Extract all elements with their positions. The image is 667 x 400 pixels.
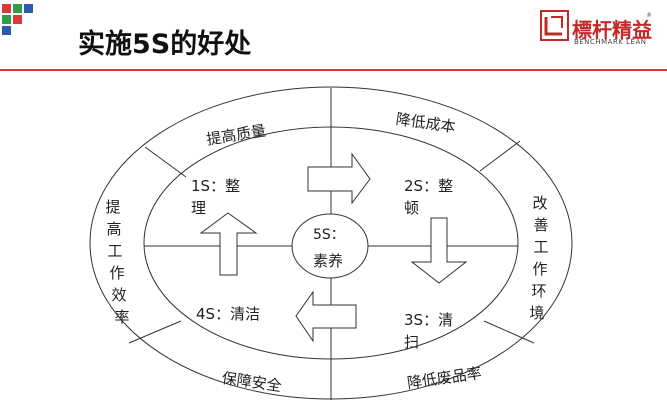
step-3s-line2: 扫	[404, 333, 419, 351]
corner-decoration	[2, 4, 33, 35]
step-1s-line2: 理	[191, 199, 206, 217]
benefit-left-char: 作	[109, 264, 124, 282]
corner-square-green-2	[2, 15, 11, 24]
logo-text: 標杆精益	[572, 18, 652, 42]
benefit-right: 改 善 工 作 环 境	[529, 194, 548, 322]
arrow-left-icon	[295, 290, 357, 343]
benefit-top-left: 提高质量	[205, 121, 267, 148]
step-4s: 4S：清洁	[196, 305, 260, 323]
benefit-right-char: 作	[532, 260, 547, 278]
benefit-right-char: 善	[533, 216, 548, 234]
center-5s-line2: 素养	[313, 252, 343, 270]
corner-square-blue	[24, 4, 33, 13]
benefit-bottom-right: 降低废品率	[406, 364, 483, 392]
benefit-left-char: 效	[111, 286, 126, 304]
header-divider	[0, 69, 667, 71]
center-5s-line1: 5S：	[313, 227, 345, 243]
benefit-left-char: 提	[105, 198, 120, 216]
arrow-right-icon	[307, 152, 371, 205]
step-1s-line1: 1S：整	[191, 177, 240, 195]
logo-subtitle: BENCHMARK LEAN	[574, 38, 647, 46]
benefit-left-char: 工	[107, 242, 122, 260]
corner-square-blue-2	[2, 26, 11, 35]
benefit-left-char: 高	[106, 220, 121, 238]
step-2s-line1: 2S：整	[404, 177, 453, 195]
benefit-bottom-left: 保障安全	[221, 369, 283, 395]
ring-divider-tr	[479, 140, 521, 172]
corner-square-red	[2, 4, 11, 13]
arrow-down-icon	[410, 217, 468, 284]
logo-registered: ®	[646, 12, 652, 19]
benefit-left-char: 率	[114, 308, 129, 326]
arrow-up-icon	[199, 212, 258, 276]
ring-divider-tl	[144, 146, 187, 178]
step-3s-line1: 3S：清	[404, 311, 453, 329]
corner-square-green	[13, 4, 22, 13]
benefit-right-char: 环	[531, 282, 546, 300]
ring-divider-br	[483, 320, 535, 344]
benefit-top-right: 降低成本	[395, 110, 457, 136]
benefit-left: 提 高 工 作 效 率	[105, 198, 129, 326]
step-2s-line2: 顿	[404, 199, 419, 217]
corner-square-red-2	[13, 15, 22, 24]
page-title: 实施5S的好处	[78, 29, 252, 60]
ring-divider-bl	[128, 320, 182, 344]
benefit-right-char: 改	[532, 194, 547, 212]
logo-icon	[540, 10, 569, 41]
benefit-right-char: 境	[529, 304, 544, 322]
benefit-right-char: 工	[533, 238, 548, 256]
